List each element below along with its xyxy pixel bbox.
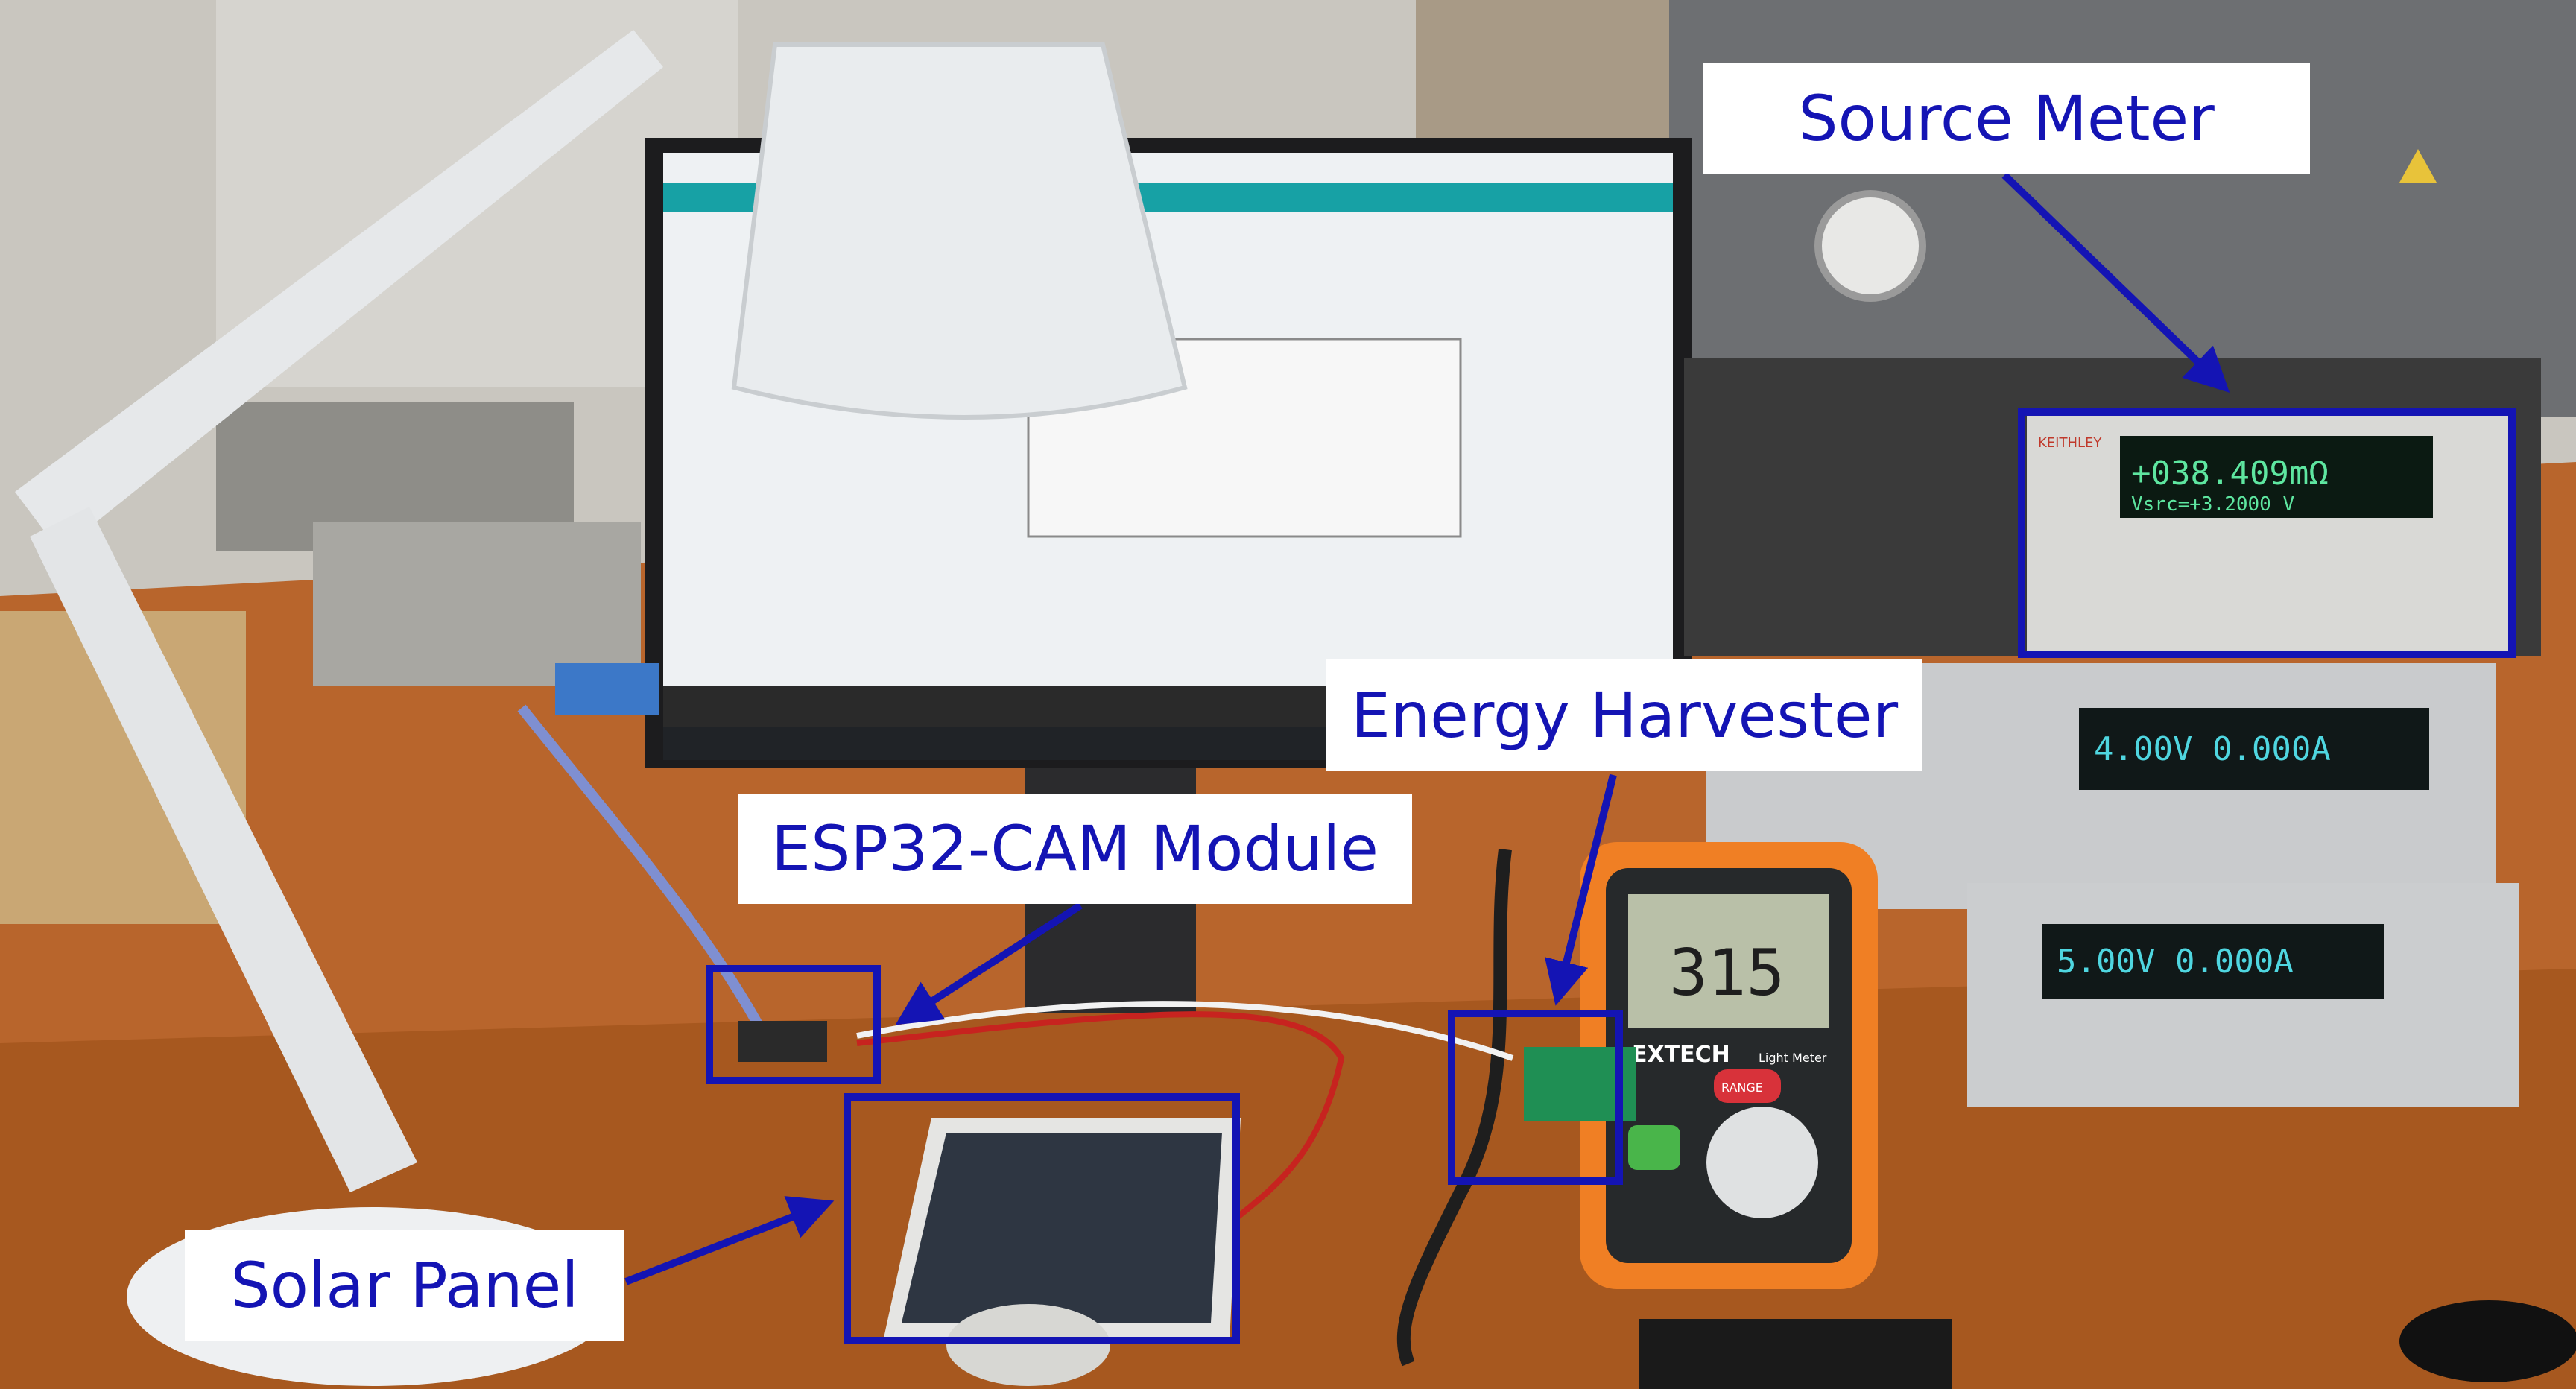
white-wire bbox=[856, 1001, 1514, 1061]
solar-panel-label: Solar Panel bbox=[185, 1230, 624, 1341]
light-meter-range-label: RANGE bbox=[1721, 1080, 1763, 1095]
esp32-cam-highlight-box bbox=[706, 965, 881, 1084]
light-meter-power-button bbox=[1628, 1125, 1680, 1170]
power-supply-top-display bbox=[2079, 708, 2429, 790]
light-meter-lcd bbox=[1628, 894, 1829, 1028]
light-sensor-probe bbox=[946, 1304, 1110, 1386]
usb-adapter-board bbox=[555, 663, 659, 715]
esp32-cam-module-label: ESP32-CAM Module bbox=[738, 794, 1412, 904]
left-instrument-lower bbox=[313, 522, 641, 686]
light-meter-range-button bbox=[1714, 1069, 1781, 1103]
solar-panel-cells bbox=[902, 1133, 1222, 1323]
esp32-cam-board bbox=[738, 1021, 827, 1062]
energy-harvester-label: Energy Harvester bbox=[1326, 659, 1922, 771]
solar-panel-arrow bbox=[624, 1196, 835, 1285]
mouse-right bbox=[2399, 1300, 2576, 1382]
blue-ribbon-cable bbox=[517, 704, 765, 1031]
power-supply-top-reading: 4.00V 0.000A bbox=[2094, 730, 2331, 768]
light-meter-reading: 315 bbox=[1669, 936, 1785, 1010]
power-supply-bottom-display bbox=[2042, 924, 2384, 999]
coiled-cable bbox=[1396, 848, 1512, 1367]
source-meter-display bbox=[2120, 436, 2433, 518]
power-supply-bottom-reading: 5.00V 0.000A bbox=[2057, 943, 2294, 981]
light-meter-brand: EXTECH bbox=[1632, 1042, 1730, 1068]
source-meter-brand: KEITHLEY bbox=[2038, 435, 2102, 451]
red-wire bbox=[856, 1011, 1345, 1233]
lamp-shade bbox=[731, 42, 1188, 420]
solar-panel-highlight-box bbox=[844, 1093, 1240, 1344]
desk-shade bbox=[0, 969, 2576, 1389]
light-meter-model: Light Meter bbox=[1759, 1051, 1827, 1065]
esp32-cam-arrow bbox=[895, 902, 1083, 1025]
source-meter-arrow bbox=[2001, 172, 2230, 393]
keyboard-edge bbox=[1639, 1319, 1952, 1389]
light-meter-dpad bbox=[1706, 1107, 1818, 1218]
source-meter-reading: +038.409mΩ bbox=[2131, 455, 2329, 493]
cabinet-round-port bbox=[1814, 190, 1926, 302]
energy-harvester-arrow bbox=[1545, 773, 1617, 1006]
lamp-arm-lower bbox=[30, 507, 417, 1192]
source-meter-label: Source Meter bbox=[1703, 63, 2310, 174]
energy-harvester-highlight-box bbox=[1448, 1010, 1623, 1185]
source-meter-reading-line2: Vsrc=+3.2000 V bbox=[2131, 493, 2294, 516]
lamp-arm-upper bbox=[15, 30, 663, 551]
source-meter-highlight-box bbox=[2018, 408, 2516, 658]
warning-triangle bbox=[2399, 149, 2437, 183]
